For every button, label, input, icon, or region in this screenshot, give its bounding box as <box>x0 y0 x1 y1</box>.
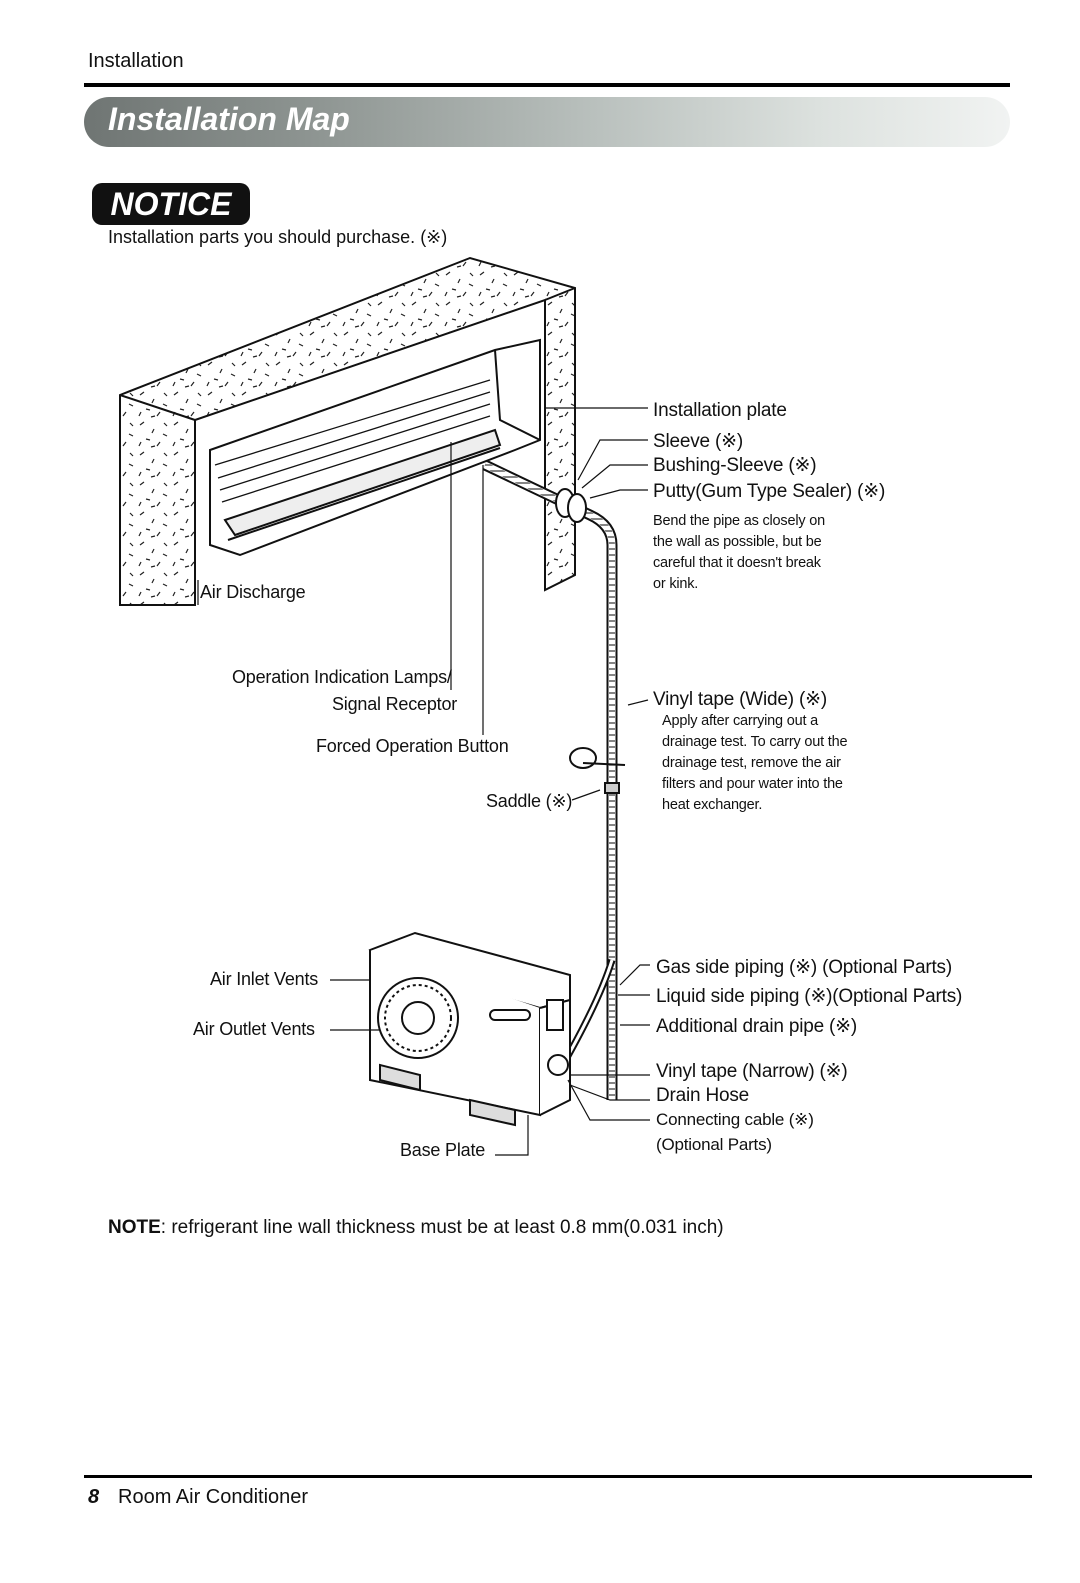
label-signal-receptor: Signal Receptor <box>332 694 458 714</box>
note-body: : refrigerant line wall thickness must b… <box>160 1217 724 1238</box>
label-vinyl-wide-note: Apply after carrying out a drainage test… <box>662 713 848 813</box>
label-vinyl-tape-wide: Vinyl tape (Wide) (※) <box>653 689 827 710</box>
label-operation-lamps: Operation Indication Lamps/ <box>232 667 452 687</box>
wall-drawing <box>119 256 576 606</box>
label-vinyl-tape-narrow: Vinyl tape (Narrow) (※) <box>656 1061 848 1082</box>
note-text: NOTE: refrigerant line wall thickness mu… <box>108 1217 724 1239</box>
label-base-plate: Base Plate <box>400 1140 486 1160</box>
label-putty: Putty(Gum Type Sealer) (※) <box>653 481 886 502</box>
outdoor-unit-drawing <box>368 931 571 1127</box>
note-label: NOTE <box>108 1217 161 1238</box>
label-gas-piping: Gas side piping (※) (Optional Parts) <box>656 957 952 978</box>
saddle-drawing <box>569 747 626 794</box>
label-air-discharge: Air Discharge <box>200 582 306 602</box>
section-header: Installation <box>88 50 184 72</box>
label-forced-operation-button: Forced Operation Button <box>316 736 509 756</box>
notice-text: Installation parts you should purchase. … <box>108 227 448 247</box>
label-air-outlet-vents: Air Outlet Vents <box>193 1019 315 1039</box>
label-bushing-sleeve: Bushing-Sleeve (※) <box>653 455 817 476</box>
label-drain-hose: Drain Hose <box>656 1085 750 1106</box>
label-additional-drain-pipe: Additional drain pipe (※) <box>656 1016 858 1037</box>
label-connecting-cable: Connecting cable (※) <box>656 1110 814 1129</box>
indoor-unit-drawing <box>209 338 541 557</box>
label-air-inlet-vents: Air Inlet Vents <box>210 969 319 989</box>
leader-lines <box>197 407 650 1156</box>
title-banner <box>84 97 1010 147</box>
notice-badge: NOTICE <box>92 183 250 225</box>
label-saddle: Saddle (※) <box>486 791 573 811</box>
label-optional-parts: (Optional Parts) <box>656 1135 772 1154</box>
label-liquid-piping: Liquid side piping (※)(Optional Parts) <box>656 986 963 1007</box>
footer-rule <box>84 1475 1032 1478</box>
footer-title: Room Air Conditioner <box>118 1486 309 1508</box>
page-number: 8 <box>88 1486 100 1508</box>
header-rule <box>84 83 1010 87</box>
label-installation-plate: Installation plate <box>653 400 787 421</box>
label-bend-note: Bend the pipe as closely on the wall as … <box>653 513 825 592</box>
label-sleeve: Sleeve (※) <box>653 431 743 452</box>
page-title: Installation Map <box>108 101 350 137</box>
